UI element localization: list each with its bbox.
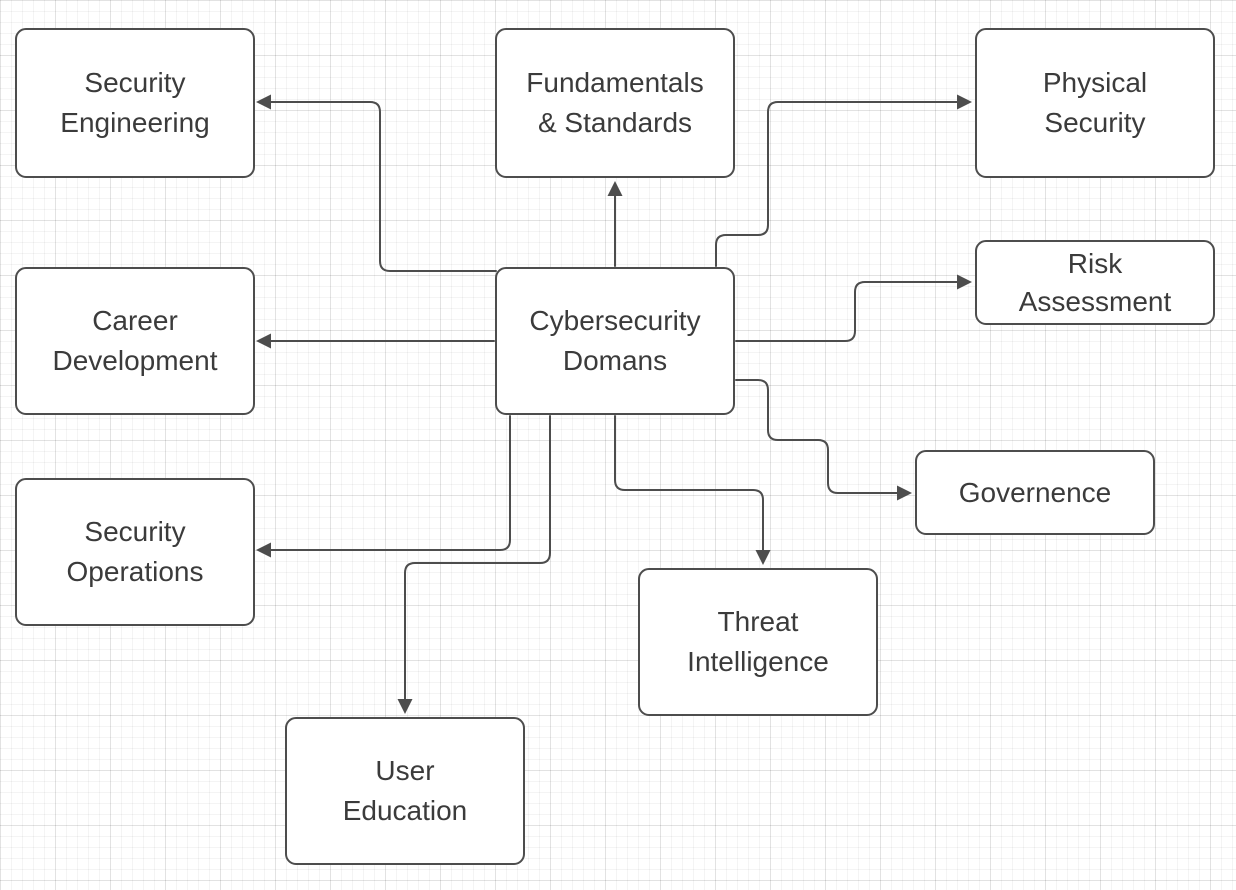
node-user-education: User Education <box>285 717 525 865</box>
node-label: User Education <box>342 755 468 826</box>
node-security-operations: Security Operations <box>15 478 255 626</box>
node-label: Threat Intelligence <box>687 606 829 677</box>
node-label: Security Engineering <box>60 67 210 138</box>
node-threat-intelligence: Threat Intelligence <box>638 568 878 716</box>
edge-center-to-user-education <box>397 415 551 714</box>
node-career-development: Career Development <box>15 267 255 415</box>
node-label: Physical Security <box>1042 67 1148 138</box>
node-label: Career Development <box>52 305 218 376</box>
node-governence: Governence <box>915 450 1155 535</box>
node-fundamentals-standards: Fundamentals & Standards <box>495 28 735 178</box>
edge-center-to-governence <box>735 379 912 501</box>
node-label: Governence <box>958 476 1112 508</box>
node-physical-security: Physical Security <box>975 28 1215 178</box>
node-risk-assessment: Risk Assessment <box>975 240 1215 325</box>
edge-center-to-physical-security <box>715 94 972 267</box>
node-label: Security Operations <box>66 516 204 587</box>
node-security-engineering: Security Engineering <box>15 28 255 178</box>
node-label: Fundamentals & Standards <box>526 67 704 138</box>
node-cybersecurity-domains: Cybersecurity Domans <box>495 267 735 415</box>
node-label: Risk Assessment <box>1018 247 1172 317</box>
edge-center-to-security-engineering <box>256 94 497 272</box>
edge-center-to-security-operations <box>256 415 511 558</box>
edge-center-to-threat-intelligence <box>614 415 771 565</box>
node-label: Cybersecurity Domans <box>529 305 701 376</box>
edge-center-to-risk-assessment <box>735 274 972 342</box>
